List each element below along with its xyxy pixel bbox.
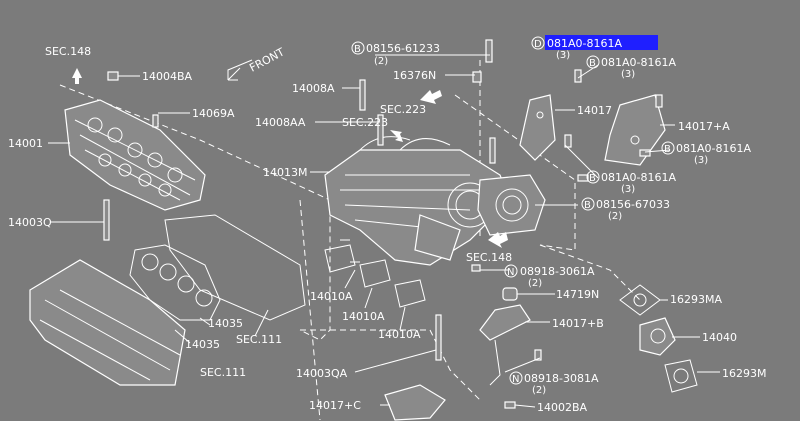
label-081a0-3-qty: (3): [621, 184, 635, 195]
label-14003qa[interactable]: 14003QA: [296, 367, 348, 380]
bolts: [107, 39, 663, 409]
part-14040: [639, 317, 676, 356]
dash-frame-right: [454, 94, 576, 251]
prefix-n-1: N: [507, 267, 514, 278]
label-14010a-a[interactable]: 14010A: [310, 290, 353, 303]
direction-arrows: [72, 59, 508, 248]
bracket-14017c: [384, 384, 446, 421]
prefix-b-3: B: [664, 144, 671, 155]
label-14008aa[interactable]: 14008AA: [255, 116, 306, 129]
label-081a0-highlight[interactable]: 081A0-8161A: [547, 37, 622, 50]
label-14040[interactable]: 14040: [702, 331, 737, 344]
washer-14719n: [502, 287, 518, 301]
label-16293m[interactable]: 16293M: [722, 367, 766, 380]
label-08156-61233-qty: (2): [374, 56, 388, 67]
prefix-b-1: B: [354, 44, 361, 55]
label-14008a[interactable]: 14008A: [292, 82, 335, 95]
label-14035-a[interactable]: 14035: [208, 317, 243, 330]
label-08156-67033[interactable]: 08156-67033: [596, 198, 670, 211]
label-14004ba[interactable]: 14004BA: [142, 70, 193, 83]
front-arrow-icon: [227, 59, 253, 81]
label-16293ma[interactable]: 16293MA: [670, 293, 722, 306]
label-16376n[interactable]: 16376N: [393, 69, 436, 82]
label-14017c[interactable]: 14017+C: [309, 399, 361, 412]
gasket-16293ma: [619, 284, 661, 316]
bracket-14017b: [479, 304, 531, 386]
label-14017a[interactable]: 14017+A: [678, 120, 730, 133]
label-sec223-a[interactable]: SEC.223: [380, 103, 426, 116]
up-arrow-icon: [72, 68, 82, 84]
label-sec111-b[interactable]: SEC.111: [200, 366, 246, 379]
label-front: FRONT: [247, 45, 287, 74]
prefix-d-1: D: [534, 39, 542, 50]
label-14719n[interactable]: 14719N: [556, 288, 599, 301]
arrow-sec223b-icon: [390, 130, 403, 142]
engine-block: [29, 259, 186, 386]
label-081a0-2-qty: (3): [694, 155, 708, 166]
gasket-14035: [129, 214, 306, 321]
label-14013m[interactable]: 14013M: [263, 166, 307, 179]
throttle-body: [477, 174, 546, 236]
leader-lines: [48, 54, 720, 408]
label-14010a-b[interactable]: 14010A: [342, 310, 385, 323]
label-14010a-c[interactable]: 14010A: [378, 328, 421, 341]
arrow-sec223-icon: [420, 90, 442, 104]
label-08156-67033-qty: (2): [608, 211, 622, 222]
gasket-14010a: [324, 239, 426, 308]
label-081a0-1[interactable]: 081A0-8161A: [601, 56, 676, 69]
prefix-circles: [351, 36, 675, 385]
arrow-sec148-icon: [488, 232, 508, 248]
label-14017b[interactable]: 14017+B: [552, 317, 604, 330]
stud-14003qa: [435, 314, 442, 361]
label-08918-3061a[interactable]: 08918-3061A: [520, 265, 595, 278]
label-sec111-a[interactable]: SEC.111: [236, 333, 282, 346]
label-08918-3081a-qty: (2): [532, 385, 546, 396]
gasket-16293m: [664, 359, 698, 393]
intake-manifold-14013m: [324, 136, 511, 266]
label-081a0-2[interactable]: 081A0-8161A: [676, 142, 751, 155]
label-14002ba[interactable]: 14002BA: [537, 401, 588, 414]
dash-frame-left: [59, 84, 331, 341]
label-14003q[interactable]: 14003Q: [8, 216, 52, 229]
cylinder-head-14001: [64, 99, 206, 211]
label-14017[interactable]: 14017: [577, 104, 612, 117]
label-sec223-b[interactable]: SEC.223: [342, 116, 388, 129]
label-14001[interactable]: 14001: [8, 137, 43, 150]
label-08156-61233[interactable]: 08156-61233: [366, 42, 440, 55]
label-08918-3061a-qty: (2): [528, 278, 542, 289]
prefix-b-4: B: [589, 173, 596, 184]
prefix-b-2: B: [589, 58, 596, 69]
stud-14003q: [103, 199, 110, 241]
label-08918-3081a[interactable]: 08918-3081A: [524, 372, 599, 385]
label-sec148-mid[interactable]: SEC.148: [466, 251, 512, 264]
label-081a0-highlight-qty: (3): [556, 50, 570, 61]
dash-frame-right2: [539, 244, 641, 301]
dash-frame-center: [299, 199, 321, 421]
bracket-14017a: [604, 94, 666, 166]
label-sec148-top[interactable]: SEC.148: [45, 45, 91, 58]
prefix-b-5: B: [584, 200, 591, 211]
label-14035-b[interactable]: 14035: [185, 338, 220, 351]
bracket-14017: [519, 94, 556, 161]
highlight-box: [545, 35, 658, 50]
label-081a0-3[interactable]: 081A0-8161A: [601, 171, 676, 184]
label-081a0-1-qty: (3): [621, 69, 635, 80]
prefix-n-2: N: [512, 374, 519, 385]
label-14069a[interactable]: 14069A: [192, 107, 235, 120]
